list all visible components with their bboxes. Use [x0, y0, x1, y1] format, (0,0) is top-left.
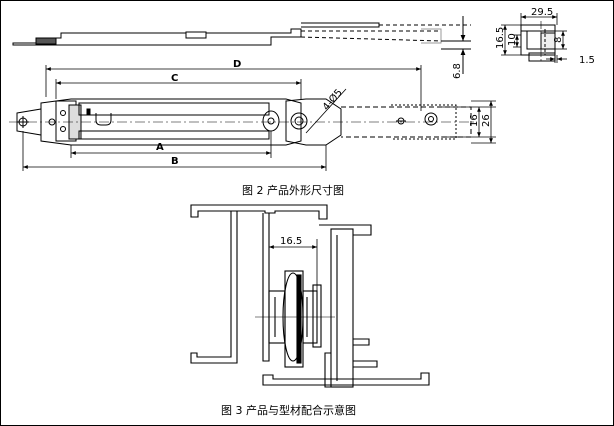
label-8: 8 — [553, 37, 564, 43]
dim-C — [55, 79, 302, 99]
dim-16-26 — [441, 100, 496, 144]
label-fig3-16-5: 16.5 — [280, 236, 302, 247]
dim-1-5 — [546, 55, 567, 63]
label-B: B — [171, 156, 179, 167]
profile-assembly — [190, 204, 430, 388]
figure-3-caption: 图 3 产品与型材配合示意图 — [221, 404, 356, 417]
dim-A — [70, 131, 272, 158]
side-profile-view — [12, 22, 471, 46]
label-C: C — [171, 73, 178, 84]
dim-6-8 — [441, 16, 471, 74]
label-16: 16 — [469, 114, 480, 127]
dim-D — [45, 65, 422, 111]
dim-8 — [555, 30, 567, 50]
label-1-5: 1.5 — [579, 55, 595, 66]
label-A: A — [156, 142, 164, 153]
dim-fig3-16-5 — [268, 239, 318, 291]
label-29-5: 29.5 — [531, 7, 553, 18]
dim-B — [22, 131, 327, 171]
label-10: 10 — [507, 33, 518, 46]
dim-16-5-10 — [501, 24, 521, 56]
label-16-5: 16.5 — [495, 27, 506, 49]
label-26: 26 — [481, 114, 492, 127]
label-D: D — [233, 59, 241, 70]
end-view — [520, 21, 556, 63]
hole-leader — [305, 88, 347, 134]
label-6-8: 6.8 — [452, 63, 463, 79]
figure-2-caption: 图 2 产品外形尺寸图 — [242, 184, 344, 197]
dim-29-5 — [520, 13, 558, 25]
